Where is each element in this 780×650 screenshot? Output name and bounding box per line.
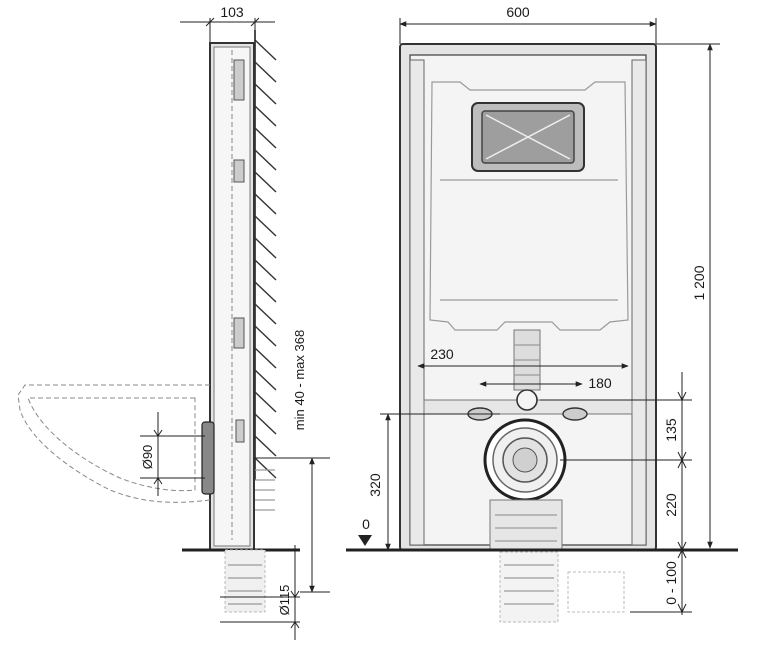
- toilet-bowl-outline: [17, 384, 211, 503]
- dim-side-depth: 103: [220, 4, 244, 20]
- dim-pipe-115: Ø115: [277, 585, 292, 616]
- front-view: 600 230 180: [346, 4, 738, 623]
- dim-front-width: 600: [506, 4, 530, 20]
- dim-connection-height: 320: [367, 473, 383, 497]
- drain-pipe-front: [499, 551, 625, 623]
- mount-bolt-right: [562, 407, 588, 421]
- side-view: 103 Ø90: [17, 4, 330, 640]
- dim-floor-zero: 0: [362, 516, 370, 532]
- frame-side-inner: [213, 46, 251, 547]
- drain-connector: [201, 421, 215, 495]
- dim-height-total: 1 200: [691, 265, 707, 300]
- dim-outlet-height: 220: [663, 493, 679, 517]
- dim-floor-adjust: 0 - 100: [663, 561, 679, 605]
- water-inlet: [516, 389, 538, 411]
- dim-inlet-spacing: 180: [588, 375, 612, 391]
- floor-zero-marker: [358, 535, 372, 546]
- wall-hatching: [254, 39, 277, 479]
- dim-pipe-90: Ø90: [140, 445, 155, 470]
- dim-wall-depth: min 40 - max 368: [292, 330, 307, 430]
- cistern-outline: [429, 81, 629, 331]
- drain-outlet: [483, 418, 567, 502]
- dim-bolt-spacing: 230: [430, 346, 454, 362]
- drain-pipe-side: [224, 469, 275, 613]
- dim-inlet-height: 135: [663, 418, 679, 442]
